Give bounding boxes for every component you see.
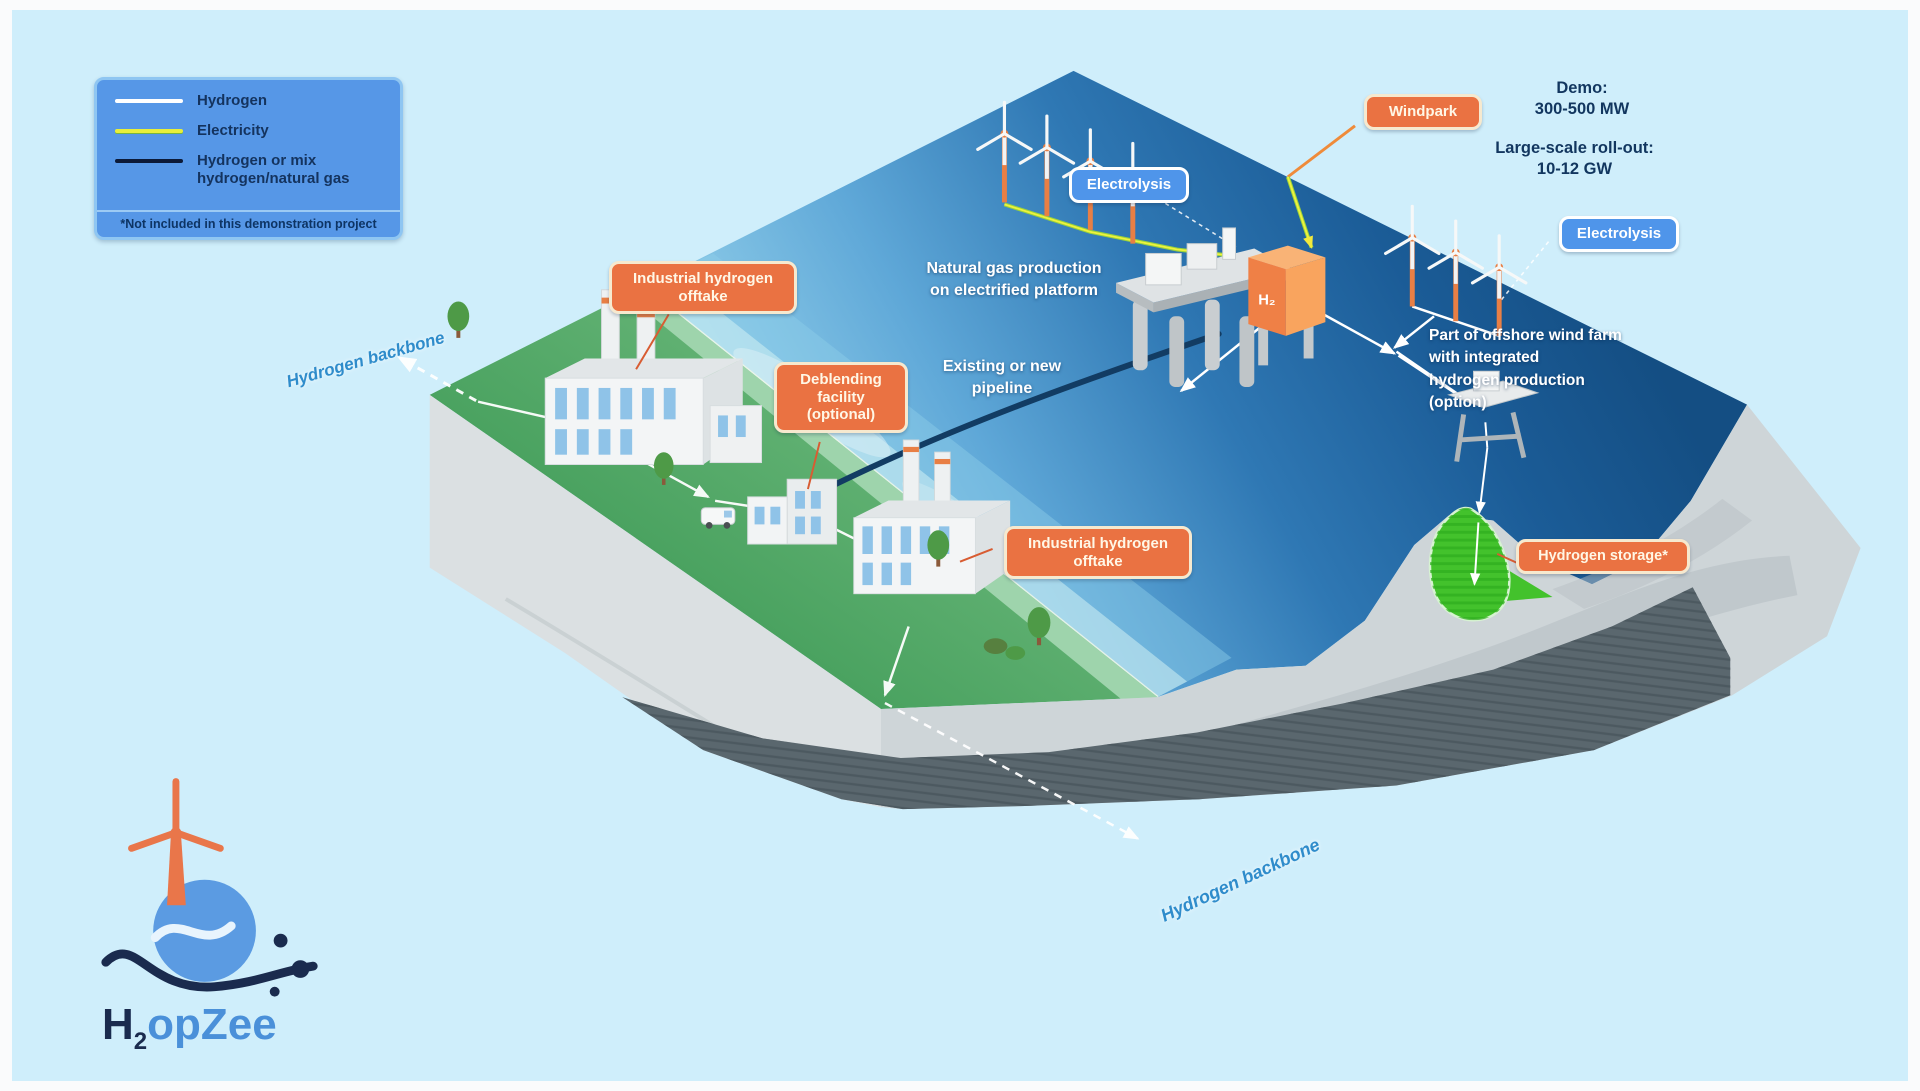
legend-row-hydrogen: Hydrogen <box>113 92 384 111</box>
legend-row-electricity: Electricity <box>113 122 384 141</box>
legend-label-line: Hydrogen or mix <box>197 151 317 169</box>
offshore-wind-note: Part of offshore wind farm with integrat… <box>1429 325 1679 415</box>
tag-windpark: Windpark <box>1364 94 1482 130</box>
legend-label: Electricity <box>197 121 269 139</box>
demo-capacity-note: Demo: 300-500 MW <box>1507 78 1657 121</box>
storage-well-line <box>1470 422 1489 586</box>
h2opzee-diagram: H₂ <box>12 10 1908 1081</box>
electrolysis-unit-mark: H₂ <box>1258 293 1275 309</box>
pipeline-line: Existing or new <box>942 358 1062 375</box>
legend-row-mix: Hydrogen or mix hydrogen/natural gas <box>113 152 384 190</box>
pipeline-existing-or-new <box>810 331 1222 498</box>
tag-electrolysis-left: Electrolysis <box>1069 167 1189 203</box>
delivery-van <box>700 507 736 529</box>
hydrogen-line-swatch <box>115 99 183 103</box>
tag-industrial-offtake-2: Industrial hydrogen offtake <box>1004 526 1192 580</box>
factory-1 <box>544 289 763 466</box>
demo-line: Demo: <box>1556 79 1608 97</box>
natural-gas-line: Natural gas production <box>926 260 1102 277</box>
pipeline-line: pipeline <box>971 379 1033 397</box>
factory-2 <box>853 439 1011 595</box>
electrolysis-unit: H₂ <box>1248 245 1326 366</box>
trees <box>447 301 1051 660</box>
offshore-line: (option) <box>1429 394 1487 412</box>
rollout-capacity-note: Large-scale roll-out: 10-12 GW <box>1482 138 1667 181</box>
electricity-line-swatch <box>115 128 183 133</box>
jacket-platform <box>1447 370 1540 462</box>
legend-label: Hydrogen or mix hydrogen/natural gas <box>197 152 350 190</box>
deblending-building <box>747 478 838 545</box>
offshore-line: hydrogen production <box>1429 371 1585 389</box>
isometric-scene: H₂ <box>101 70 1861 997</box>
wordmark-h: H <box>102 1000 134 1049</box>
hydrogen-storage-cavern <box>1428 422 1553 622</box>
offshore-line: Part of offshore wind farm <box>1429 327 1622 344</box>
tag-electrolysis-right: Electrolysis <box>1559 216 1679 252</box>
offshore-line: with integrated <box>1429 349 1540 367</box>
pipeline-note: Existing or new pipeline <box>927 356 1077 399</box>
h2opzee-logo-mark <box>101 778 318 997</box>
natural-gas-note: Natural gas production on electrified pl… <box>914 258 1114 301</box>
legend-note: *Not included in this demonstration proj… <box>97 210 400 237</box>
tag-hydrogen-storage: Hydrogen storage* <box>1516 539 1690 575</box>
wordmark-rest: opZee <box>147 1000 277 1049</box>
windpark-turbines-2 <box>1384 204 1528 336</box>
mix-line-swatch <box>115 158 183 163</box>
tag-deblending-facility: Deblending facility (optional) <box>774 362 908 434</box>
natural-gas-line: on electrified platform <box>929 281 1099 299</box>
legend-label-line: hydrogen/natural gas <box>197 170 350 188</box>
rollout-line: 10-12 GW <box>1536 160 1613 179</box>
legend: Hydrogen Electricity Hydrogen or mix hyd… <box>94 77 403 240</box>
wordmark-sub: 2 <box>133 1028 148 1055</box>
demo-line: 300-500 MW <box>1534 100 1630 119</box>
legend-label: Hydrogen <box>197 92 268 109</box>
rock-cross-section <box>429 394 1861 810</box>
h2opzee-wordmark: H2opZee <box>102 1000 277 1056</box>
tag-industrial-offtake-1: Industrial hydrogen offtake <box>609 261 797 315</box>
rollout-line: Large-scale roll-out: <box>1495 139 1654 157</box>
